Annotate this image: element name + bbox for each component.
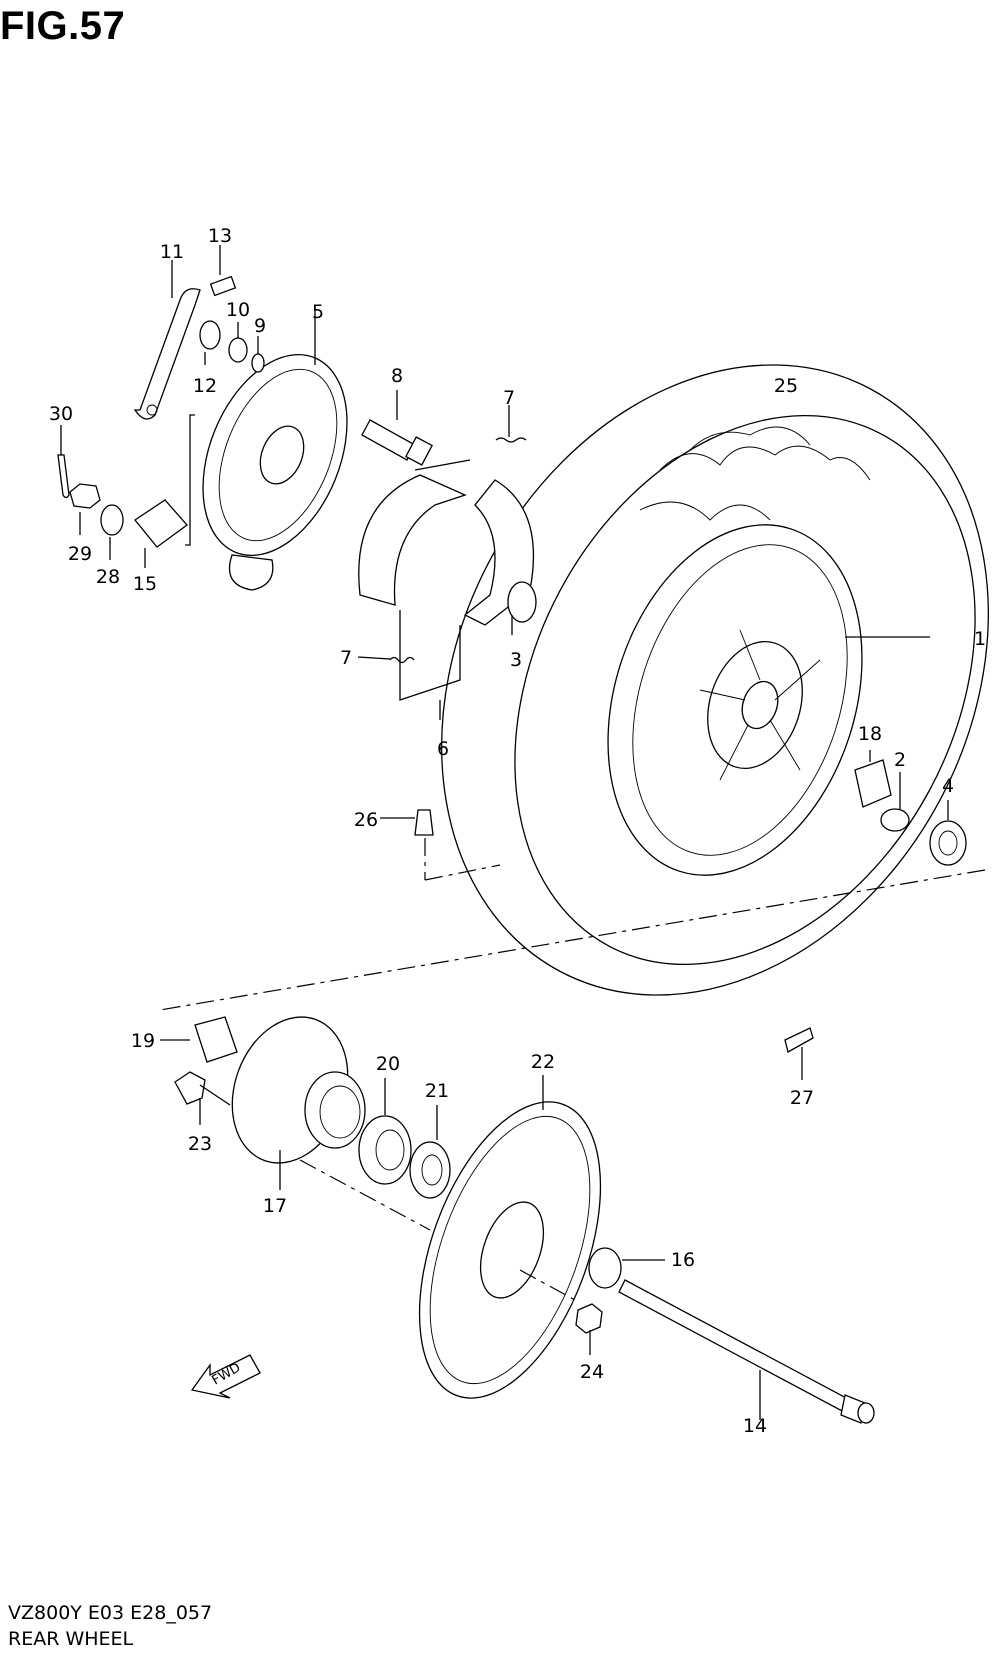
washer-10 <box>228 322 248 363</box>
spring-7-lower <box>357 656 415 664</box>
pin-3 <box>507 581 537 635</box>
callout-16: 16 <box>671 1249 695 1271</box>
callout-24: 24 <box>580 1361 604 1383</box>
sprocket-mount-17 <box>231 1016 366 1190</box>
forward-direction-arrow: FWD <box>190 1354 261 1399</box>
callout-10: 10 <box>226 299 250 321</box>
bearing-4 <box>929 800 967 866</box>
callout-20: 20 <box>376 1053 400 1075</box>
callout-15: 15 <box>133 573 157 595</box>
callout-17: 17 <box>263 1195 287 1217</box>
callout-14: 14 <box>743 1415 767 1437</box>
cotter-pin-30 <box>57 425 70 499</box>
callout-3: 3 <box>510 649 522 671</box>
washer-9 <box>251 336 265 373</box>
callout-7-lower: 7 <box>340 647 352 669</box>
callout-25: 25 <box>774 375 798 397</box>
callout-7-upper: 7 <box>503 387 515 409</box>
camshaft-8 <box>361 390 433 466</box>
rear-wheel-1 <box>607 524 930 876</box>
callout-1: 1 <box>974 628 986 650</box>
spacer-16 <box>588 1247 665 1289</box>
callout-23: 23 <box>188 1133 212 1155</box>
figure-title: FIG.57 <box>0 4 126 48</box>
oil-seal-21 <box>409 1105 451 1199</box>
nut-24 <box>575 1303 603 1355</box>
axle-centerline <box>159 869 986 1011</box>
model-code: VZ800Y E03 E28_057 <box>8 1602 213 1624</box>
bearing-20 <box>358 1078 412 1185</box>
callout-18: 18 <box>858 723 882 745</box>
rear-tire-25 <box>441 364 989 996</box>
callout-8: 8 <box>391 365 403 387</box>
callout-13: 13 <box>208 225 232 247</box>
callout-29: 29 <box>68 543 92 565</box>
rear-axle-14 <box>618 1279 875 1424</box>
callout-26: 26 <box>354 809 378 831</box>
callout-12: 12 <box>193 375 217 397</box>
callout-21: 21 <box>425 1080 449 1102</box>
callout-28: 28 <box>96 566 120 588</box>
brake-shoes-6 <box>358 459 535 720</box>
clip-27 <box>784 1027 814 1080</box>
brake-cam-lever-11 <box>133 260 201 420</box>
callout-11: 11 <box>160 241 184 263</box>
stud-bolt-19 <box>160 1016 238 1063</box>
spacer-15 <box>134 414 195 568</box>
nut-29 <box>69 483 101 535</box>
callout-27: 27 <box>790 1087 814 1109</box>
return-spring-12 <box>199 320 221 365</box>
wheel-damper-18 <box>854 750 892 808</box>
washer-28 <box>100 504 124 560</box>
callout-30: 30 <box>49 403 73 425</box>
callout-5: 5 <box>312 301 324 323</box>
collar-2 <box>880 772 910 832</box>
callout-9: 9 <box>254 315 266 337</box>
callout-2: 2 <box>894 749 906 771</box>
callout-4: 4 <box>942 775 954 797</box>
figure-caption: REAR WHEEL <box>8 1628 134 1650</box>
callout-22: 22 <box>531 1051 555 1073</box>
hub-centerline <box>299 1159 431 1231</box>
spring-7-upper <box>495 405 527 443</box>
sprocket-nut-centerline <box>519 1269 576 1301</box>
bolt-23 <box>174 1071 231 1125</box>
callout-6: 6 <box>437 738 449 760</box>
bolt-13 <box>209 245 237 297</box>
tire-valve-26 <box>380 809 501 881</box>
brake-panel-5 <box>202 305 348 591</box>
callout-19: 19 <box>131 1030 155 1052</box>
